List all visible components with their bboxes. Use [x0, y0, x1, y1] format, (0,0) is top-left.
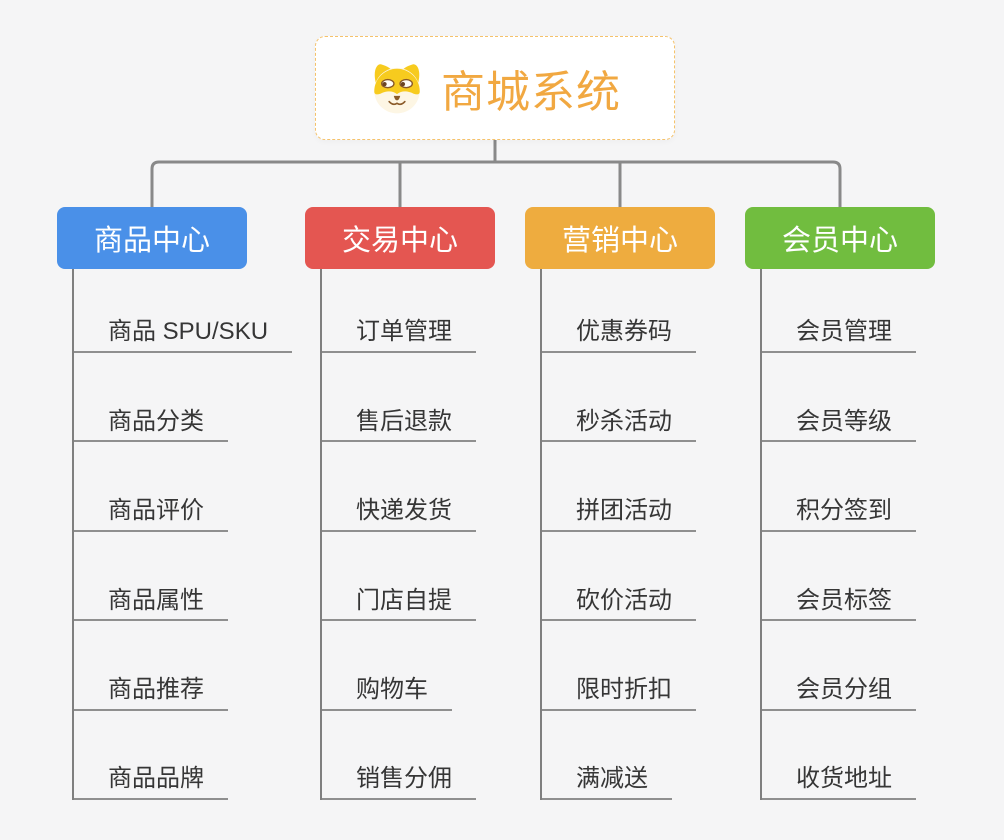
- branch-marketing-center: 营销中心 优惠券码 秒杀活动 拼团活动 砍价活动 限时折扣 满减送: [525, 207, 715, 800]
- branch-items-product: 商品 SPU/SKU 商品分类 商品评价 商品属性 商品推荐 商品品牌: [72, 269, 293, 800]
- branch-label: 营销中心: [561, 225, 678, 257]
- tree-node[interactable]: 商品属性: [74, 532, 247, 622]
- tree-node[interactable]: 购物车: [322, 621, 495, 711]
- tree-node[interactable]: 商品 SPU/SKU: [74, 269, 293, 353]
- branch-header-marketing[interactable]: 营销中心: [525, 207, 715, 269]
- tree-node[interactable]: 门店自提: [322, 532, 495, 622]
- tree-node[interactable]: 商品品牌: [74, 711, 247, 800]
- branch-header-product[interactable]: 商品中心: [57, 207, 247, 269]
- tree-node[interactable]: 会员分组: [762, 621, 935, 711]
- tree-node[interactable]: 商品分类: [74, 353, 247, 443]
- tree-node[interactable]: 积分签到: [762, 442, 935, 532]
- branch-trade-center: 交易中心 订单管理 售后退款 快递发货 门店自提 购物车 销售分佣: [305, 207, 495, 800]
- tree-node[interactable]: 拼团活动: [542, 442, 715, 532]
- tree-node[interactable]: 砍价活动: [542, 532, 715, 622]
- shiba-dog-face-icon: [374, 64, 420, 114]
- tree-node[interactable]: 会员标签: [762, 532, 935, 622]
- tree-node[interactable]: 会员管理: [762, 269, 935, 353]
- branch-label: 商品中心: [93, 225, 210, 257]
- tree-node[interactable]: 售后退款: [322, 353, 495, 443]
- tree-node[interactable]: 秒杀活动: [542, 353, 715, 443]
- branch-items-member: 会员管理 会员等级 积分签到 会员标签 会员分组 收货地址: [760, 269, 935, 800]
- branch-items-trade: 订单管理 售后退款 快递发货 门店自提 购物车 销售分佣: [320, 269, 495, 800]
- tree-node[interactable]: 快递发货: [322, 442, 495, 532]
- tree-node[interactable]: 订单管理: [322, 269, 495, 353]
- tree-node[interactable]: 销售分佣: [322, 711, 495, 800]
- branch-rail-line: [150, 160, 842, 207]
- branch-header-member[interactable]: 会员中心: [745, 207, 935, 269]
- root-node[interactable]: 商城系统: [315, 36, 675, 140]
- branch-label: 会员中心: [781, 225, 898, 257]
- branch-product-center: 商品中心 商品 SPU/SKU 商品分类 商品评价 商品属性 商品推荐 商品品牌: [57, 207, 293, 800]
- tree-node[interactable]: 会员等级: [762, 353, 935, 443]
- branch-items-marketing: 优惠券码 秒杀活动 拼团活动 砍价活动 限时折扣 满减送: [540, 269, 715, 800]
- branch-label: 交易中心: [341, 225, 458, 257]
- tree-node[interactable]: 优惠券码: [542, 269, 715, 353]
- tree-node[interactable]: 商品推荐: [74, 621, 247, 711]
- tree-node[interactable]: 收货地址: [762, 711, 935, 800]
- root-title: 商城系统: [441, 68, 621, 117]
- branch-member-center: 会员中心 会员管理 会员等级 积分签到 会员标签 会员分组 收货地址: [745, 207, 935, 800]
- branch-header-trade[interactable]: 交易中心: [305, 207, 495, 269]
- tree-node[interactable]: 满减送: [542, 711, 715, 800]
- tree-node[interactable]: 商品评价: [74, 442, 247, 532]
- tree-node[interactable]: 限时折扣: [542, 621, 715, 711]
